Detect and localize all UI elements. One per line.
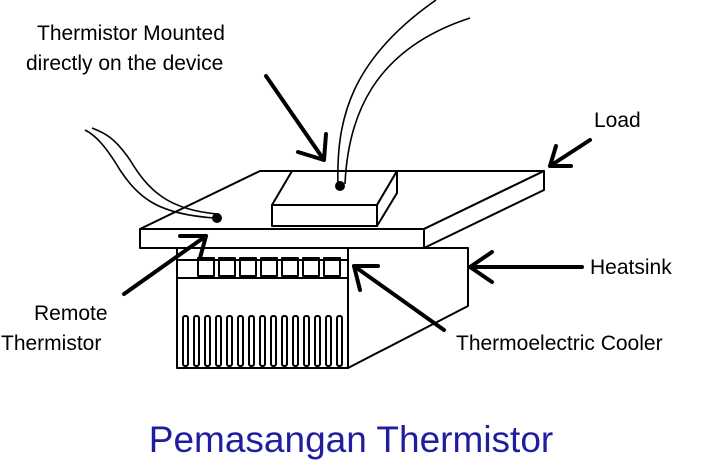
label-thermoelectric-cooler: Thermoelectric Cooler (456, 332, 663, 355)
label-remote-line1: Remote (34, 302, 108, 325)
label-thermistor-mounted-line1: Thermistor Mounted (37, 22, 225, 45)
heatsink-fin-slot (336, 315, 343, 367)
heatsink-fin-slot (314, 315, 321, 367)
remote-thermistor-dot (212, 213, 222, 223)
heatsink-fins (182, 315, 343, 367)
heatsink-fin-slot (193, 315, 200, 367)
heatsink-fin-slot (182, 315, 189, 367)
heatsink-fin-slot (259, 315, 266, 367)
tec-cell (323, 257, 341, 277)
heatsink-fin-slot (204, 315, 211, 367)
thermistor-wires (84, 0, 471, 219)
tec-cell (218, 257, 236, 277)
label-remote-line2: Thermistor (1, 332, 101, 355)
heatsink-fin-slot (226, 315, 233, 367)
label-thermistor-mounted-line2: directly on the device (26, 52, 223, 75)
tec-cell (260, 257, 278, 277)
tec-cell (239, 257, 257, 277)
heatsink-fin-slot (281, 315, 288, 367)
thermoelectric-cooler (176, 247, 349, 279)
heatsink-fin-slot (303, 315, 310, 367)
tec-cell (281, 257, 299, 277)
tec-cell (302, 257, 320, 277)
tec-cell (197, 257, 215, 277)
heatsink-fin-slot (248, 315, 255, 367)
label-load: Load (594, 109, 641, 132)
device-block (271, 170, 398, 227)
diagram-title: Pemasangan Thermistor (149, 419, 553, 460)
heatsink-fin-slot (325, 315, 332, 367)
device-thermistor-dot (335, 181, 345, 191)
heatsink-fin-slot (270, 315, 277, 367)
heatsink-fin-slot (215, 315, 222, 367)
pointer-arrows (122, 74, 592, 332)
heatsink-fin-slot (292, 315, 299, 367)
label-heatsink: Heatsink (590, 256, 672, 279)
heatsink-fin-slot (237, 315, 244, 367)
